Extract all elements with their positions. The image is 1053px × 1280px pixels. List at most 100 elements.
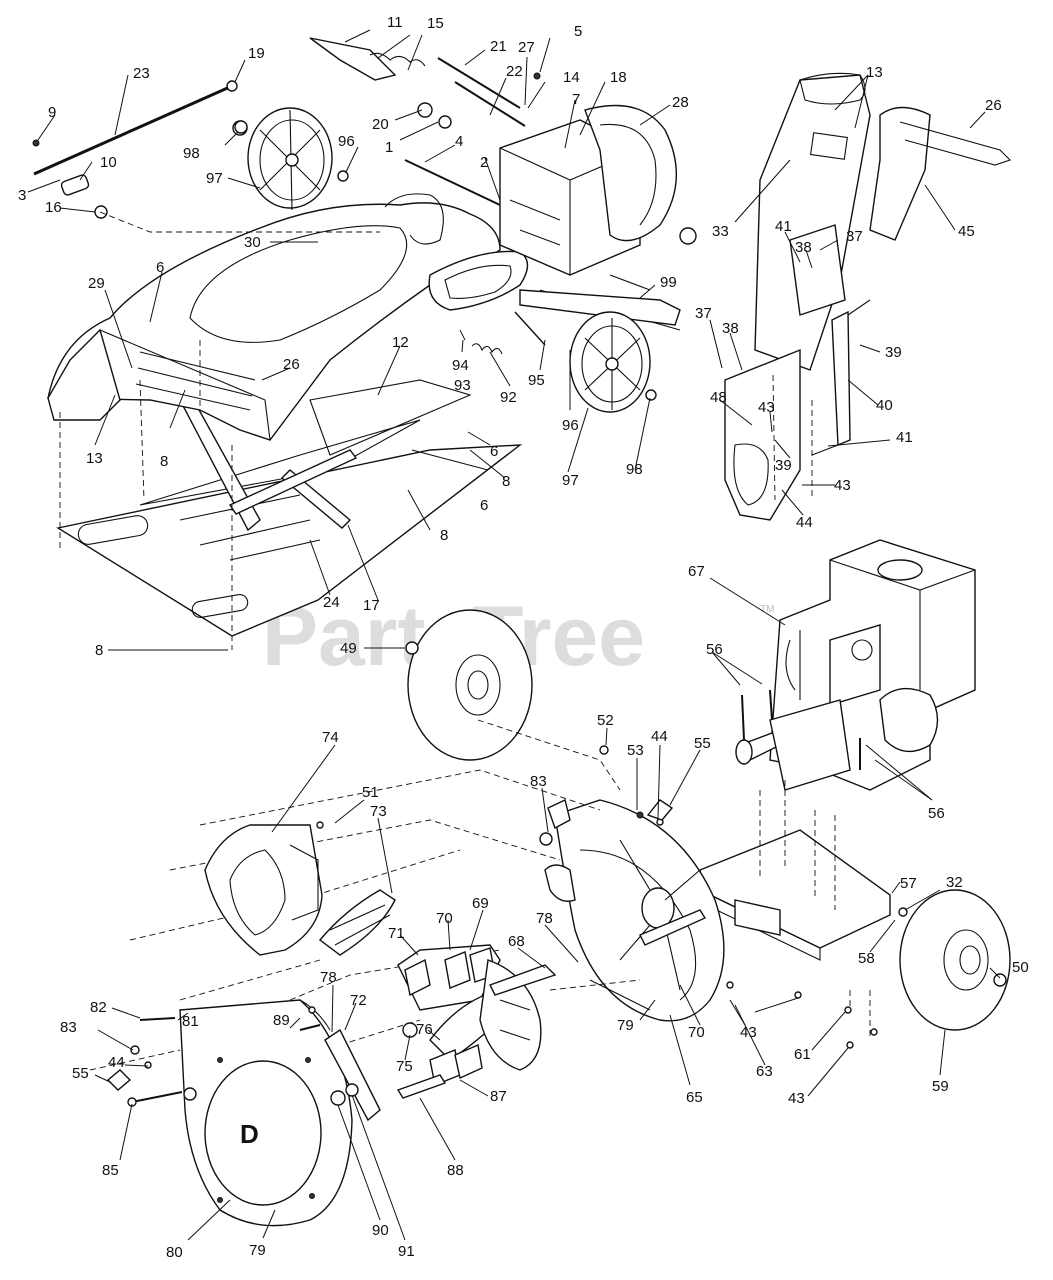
callout-74: 74 bbox=[322, 729, 339, 746]
callout-72: 72 bbox=[350, 992, 367, 1009]
watermark-trademark: TM bbox=[760, 604, 774, 615]
callout-43-lower: 43 bbox=[740, 1024, 757, 1041]
main-housing-65 bbox=[544, 799, 725, 1022]
spring-92 bbox=[471, 343, 503, 355]
callout-90: 90 bbox=[372, 1222, 389, 1239]
side-cover-80: D bbox=[179, 999, 353, 1227]
callout-85: 85 bbox=[102, 1162, 119, 1179]
callout-52: 52 bbox=[597, 712, 614, 729]
cover-letter-label: D bbox=[240, 1119, 259, 1149]
base-plate bbox=[56, 444, 523, 637]
callout-8-d: 8 bbox=[95, 642, 103, 659]
callout-75: 75 bbox=[396, 1058, 413, 1075]
callout-14: 14 bbox=[563, 69, 580, 86]
callout-24: 24 bbox=[323, 594, 340, 611]
chute-plate-37 bbox=[789, 224, 846, 316]
callout-26-mid: 26 bbox=[283, 356, 300, 373]
chute-mount-plate bbox=[428, 250, 529, 311]
callout-53: 53 bbox=[627, 742, 644, 759]
callout-98-top: 98 bbox=[183, 145, 200, 162]
hood-body bbox=[47, 202, 501, 441]
center-fasteners bbox=[316, 689, 878, 1049]
upper-wheel-right bbox=[569, 311, 651, 413]
callout-41-top: 41 bbox=[775, 218, 792, 235]
callout-51: 51 bbox=[362, 784, 379, 801]
washer-98-top bbox=[234, 120, 248, 134]
callout-40: 40 bbox=[876, 397, 893, 414]
lower-chute-48 bbox=[724, 348, 801, 521]
callout-29: 29 bbox=[88, 275, 105, 292]
callout-97-top: 97 bbox=[206, 170, 223, 187]
callout-44-top: 44 bbox=[796, 514, 813, 531]
callout-17: 17 bbox=[363, 597, 380, 614]
callout-59: 59 bbox=[932, 1078, 949, 1095]
callout-98-mid: 98 bbox=[626, 461, 643, 478]
hood-frame-assembly bbox=[47, 193, 529, 650]
callout-43-bottom: 43 bbox=[788, 1090, 805, 1107]
callout-21: 21 bbox=[490, 38, 507, 55]
callout-67: 67 bbox=[688, 563, 705, 580]
callout-26-top: 26 bbox=[985, 97, 1002, 114]
tow-bar bbox=[519, 289, 681, 326]
callout-65: 65 bbox=[686, 1089, 703, 1106]
callout-9: 9 bbox=[48, 104, 56, 121]
lower-left-bolts bbox=[106, 1006, 321, 1107]
top-rods-springs bbox=[309, 37, 541, 206]
callout-8-c: 8 bbox=[440, 527, 448, 544]
leader-lines bbox=[27, 29, 1001, 1241]
callout-27: 27 bbox=[518, 39, 535, 56]
callout-70-top: 70 bbox=[436, 910, 453, 927]
drive-pulley-guard bbox=[584, 104, 678, 242]
deflector-rod-assembly bbox=[32, 80, 380, 233]
callout-79-mid: 79 bbox=[617, 1017, 634, 1034]
callout-44-mid: 44 bbox=[651, 728, 668, 745]
rotor-blade-assembly bbox=[396, 944, 557, 1099]
callout-12: 12 bbox=[392, 334, 409, 351]
shield-74 bbox=[204, 824, 323, 956]
callout-6-c: 6 bbox=[480, 497, 488, 514]
callout-3: 3 bbox=[18, 187, 26, 204]
callout-37-top: 37 bbox=[846, 228, 863, 245]
frame-crossbar bbox=[228, 449, 358, 515]
callout-labels: 11 15 21 27 5 19 23 22 14 18 28 13 26 9 … bbox=[18, 14, 1029, 1261]
callout-32: 32 bbox=[946, 874, 963, 891]
callout-8-b: 8 bbox=[502, 473, 510, 490]
callout-50: 50 bbox=[1012, 959, 1029, 976]
callout-48: 48 bbox=[710, 389, 727, 406]
callout-6-b: 6 bbox=[490, 443, 498, 460]
callout-22: 22 bbox=[506, 63, 523, 80]
callout-81: 81 bbox=[182, 1013, 199, 1030]
callout-23: 23 bbox=[133, 65, 150, 82]
callout-56-right: 56 bbox=[928, 805, 945, 822]
callout-8-a: 8 bbox=[160, 453, 168, 470]
callout-89: 89 bbox=[273, 1012, 290, 1029]
callout-99: 99 bbox=[660, 274, 677, 291]
callout-13-top: 13 bbox=[866, 64, 883, 81]
callout-1: 1 bbox=[385, 139, 393, 156]
callout-45: 45 bbox=[958, 223, 975, 240]
callout-38-mid: 38 bbox=[722, 320, 739, 337]
engine-67 bbox=[735, 539, 976, 791]
callout-91: 91 bbox=[398, 1243, 415, 1260]
callout-78-left: 78 bbox=[320, 969, 337, 986]
support-arm-40 bbox=[831, 310, 851, 447]
callout-55-left: 55 bbox=[72, 1065, 89, 1082]
callout-49: 49 bbox=[340, 640, 357, 657]
engine-mount-plate-57 bbox=[699, 780, 891, 1040]
callout-2: 2 bbox=[480, 154, 488, 171]
callout-11: 11 bbox=[387, 14, 403, 31]
callout-80: 80 bbox=[166, 1244, 183, 1261]
hub-cap-98-right bbox=[645, 389, 657, 401]
callout-16: 16 bbox=[45, 199, 62, 216]
callout-96-mid: 96 bbox=[562, 417, 579, 434]
callout-39-top: 39 bbox=[885, 344, 902, 361]
callout-96-top: 96 bbox=[338, 133, 355, 150]
callout-39-mid: 39 bbox=[775, 457, 792, 474]
shaft-88 bbox=[396, 1074, 447, 1099]
callout-28: 28 bbox=[672, 94, 689, 111]
callout-93: 93 bbox=[454, 377, 471, 394]
callout-15: 15 bbox=[427, 15, 444, 32]
callout-58: 58 bbox=[858, 950, 875, 967]
rotor-housing-bracket bbox=[499, 104, 697, 331]
callout-88: 88 bbox=[447, 1162, 464, 1179]
